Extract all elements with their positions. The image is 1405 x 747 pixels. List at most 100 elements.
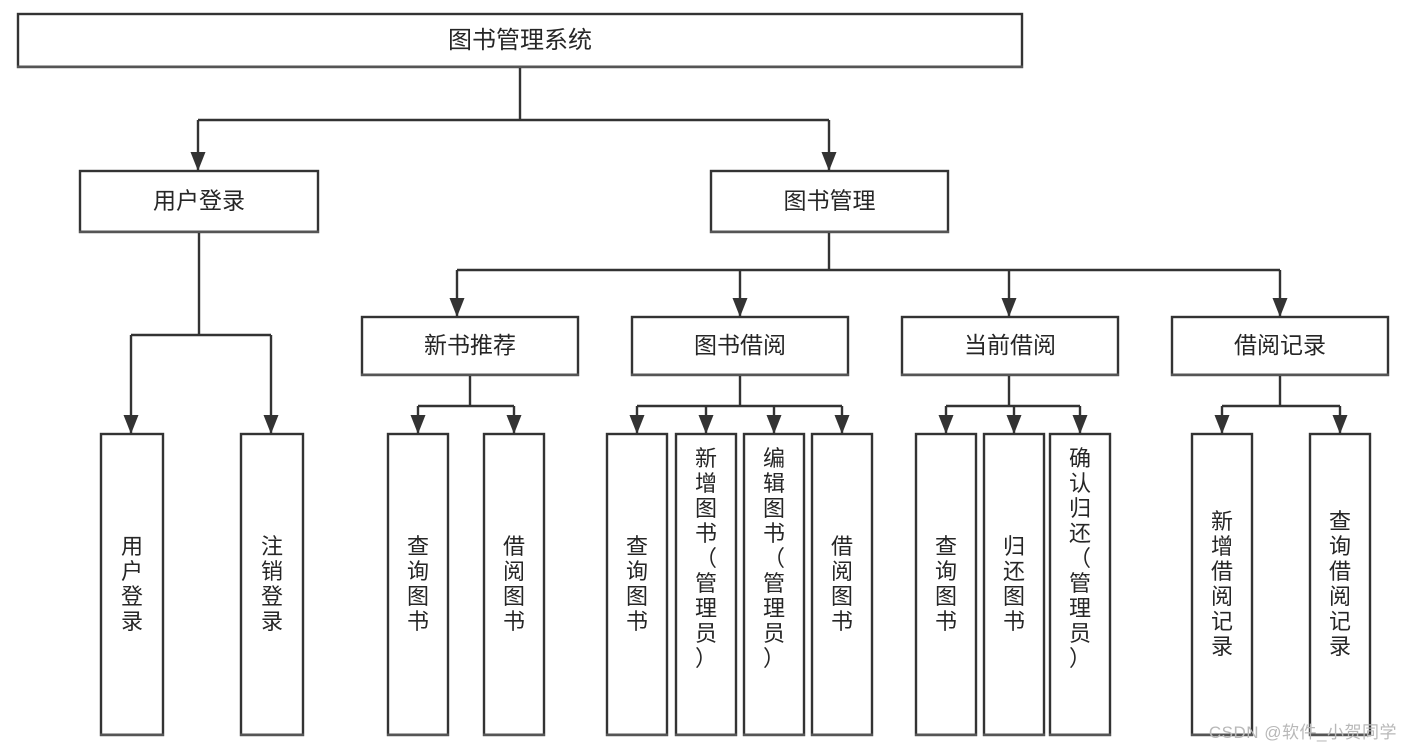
node-box — [630, 315, 850, 377]
node-box-shadow — [710, 230, 949, 233]
node-box — [16, 12, 1024, 69]
node-label-char: 书 — [831, 609, 853, 634]
node-root[interactable]: 图书管理系统 — [16, 12, 1024, 69]
node-label-char: 图 — [695, 496, 717, 521]
node-label-char: 书 — [407, 609, 429, 634]
node-label-char: 图 — [407, 584, 429, 609]
node-label-char: 阅 — [1329, 584, 1351, 609]
node-box — [982, 432, 1046, 737]
node-label-char: 图 — [626, 584, 648, 609]
node-leaf-user-login[interactable]: 用户登录 — [99, 432, 165, 737]
node-book-manage[interactable]: 图书管理 — [709, 169, 950, 234]
node-label-char: ） — [1069, 646, 1091, 671]
node-box-shadow — [631, 373, 849, 376]
node-box-shadow — [1191, 733, 1253, 736]
node-label-char: 增 — [695, 471, 717, 496]
node-label-char: 管 — [763, 571, 785, 596]
node-label-char: 录 — [121, 609, 143, 634]
node-label-char: 录 — [1211, 634, 1233, 659]
node-label-char: 归 — [1069, 496, 1091, 521]
node-box-shadow — [387, 733, 449, 736]
node-box-shadow — [1171, 373, 1389, 376]
node-new-book-rec[interactable]: 新书推荐 — [360, 315, 580, 377]
node-label-char: 阅 — [503, 559, 525, 584]
node-label-char: 新 — [695, 446, 717, 471]
node-label-char: 员 — [695, 621, 717, 646]
node-label-char: 登 — [121, 584, 143, 609]
node-label-char: 询 — [626, 559, 648, 584]
node-label-char: 阅 — [1211, 584, 1233, 609]
node-label-char: 管 — [695, 571, 717, 596]
arrow-head-icon — [629, 415, 645, 434]
arrow-head-icon — [263, 415, 279, 434]
node-label-char: 借 — [831, 534, 853, 559]
arrow-head-icon — [821, 152, 837, 171]
node-label-char: 编 — [763, 446, 785, 471]
node-label-char: 阅 — [831, 559, 853, 584]
node-box — [1170, 315, 1390, 377]
node-label: 图书借阅 — [694, 332, 786, 358]
node-label-char: 查 — [1329, 509, 1351, 534]
node-label-char: 理 — [695, 596, 717, 621]
node-box — [360, 315, 580, 377]
node-label-char: 用 — [121, 534, 143, 559]
node-label-char: 图 — [831, 584, 853, 609]
node-label-char: 图 — [935, 584, 957, 609]
node-label-char: 员 — [763, 621, 785, 646]
watermark-text: CSDN @软件_小贺同学 — [1208, 723, 1397, 742]
node-box-shadow — [811, 733, 873, 736]
node-label-char: 登 — [261, 584, 283, 609]
node-label-char: ） — [695, 646, 717, 671]
node-box-shadow — [79, 230, 319, 233]
node-label-char: ） — [763, 646, 785, 671]
node-label: 新书推荐 — [424, 332, 516, 358]
node-label-char: （ — [695, 546, 717, 571]
node-label-char: 员 — [1069, 621, 1091, 646]
node-box — [1308, 432, 1372, 737]
node-label-char: 记 — [1329, 609, 1351, 634]
arrow-head-icon — [698, 415, 714, 434]
node-label-char: 图 — [763, 496, 785, 521]
node-box-shadow — [17, 65, 1023, 68]
node-label-char: 销 — [261, 559, 283, 584]
node-label-char: 书 — [1003, 609, 1025, 634]
node-label-char: 图 — [1003, 584, 1025, 609]
node-box-shadow — [675, 733, 737, 736]
node-current-borrow[interactable]: 当前借阅 — [900, 315, 1120, 377]
node-label-char: （ — [1069, 546, 1091, 571]
node-borrow-record[interactable]: 借阅记录 — [1170, 315, 1390, 377]
node-box — [239, 432, 305, 737]
node-box — [605, 432, 669, 737]
node-label-char: 书 — [503, 609, 525, 634]
arrow-head-icon — [766, 415, 782, 434]
node-book-borrow[interactable]: 图书借阅 — [630, 315, 850, 377]
arrow-head-icon — [834, 415, 850, 434]
node-label-char: 查 — [626, 534, 648, 559]
node-label-char: 书 — [763, 521, 785, 546]
node-label-char: 归 — [1003, 534, 1025, 559]
node-label-char: 辑 — [763, 471, 785, 496]
node-label-char: 管 — [1069, 571, 1091, 596]
node-box-shadow — [100, 733, 164, 736]
node-user-login[interactable]: 用户登录 — [78, 169, 320, 234]
node-label-char: 图 — [503, 584, 525, 609]
arrow-head-icon — [410, 415, 426, 434]
arrow-head-icon — [1272, 298, 1288, 317]
node-label-char: 书 — [695, 521, 717, 546]
node-label-char: 理 — [1069, 596, 1091, 621]
node-box — [78, 169, 320, 234]
node-label-char: 还 — [1069, 521, 1091, 546]
arrow-head-icon — [506, 415, 522, 434]
